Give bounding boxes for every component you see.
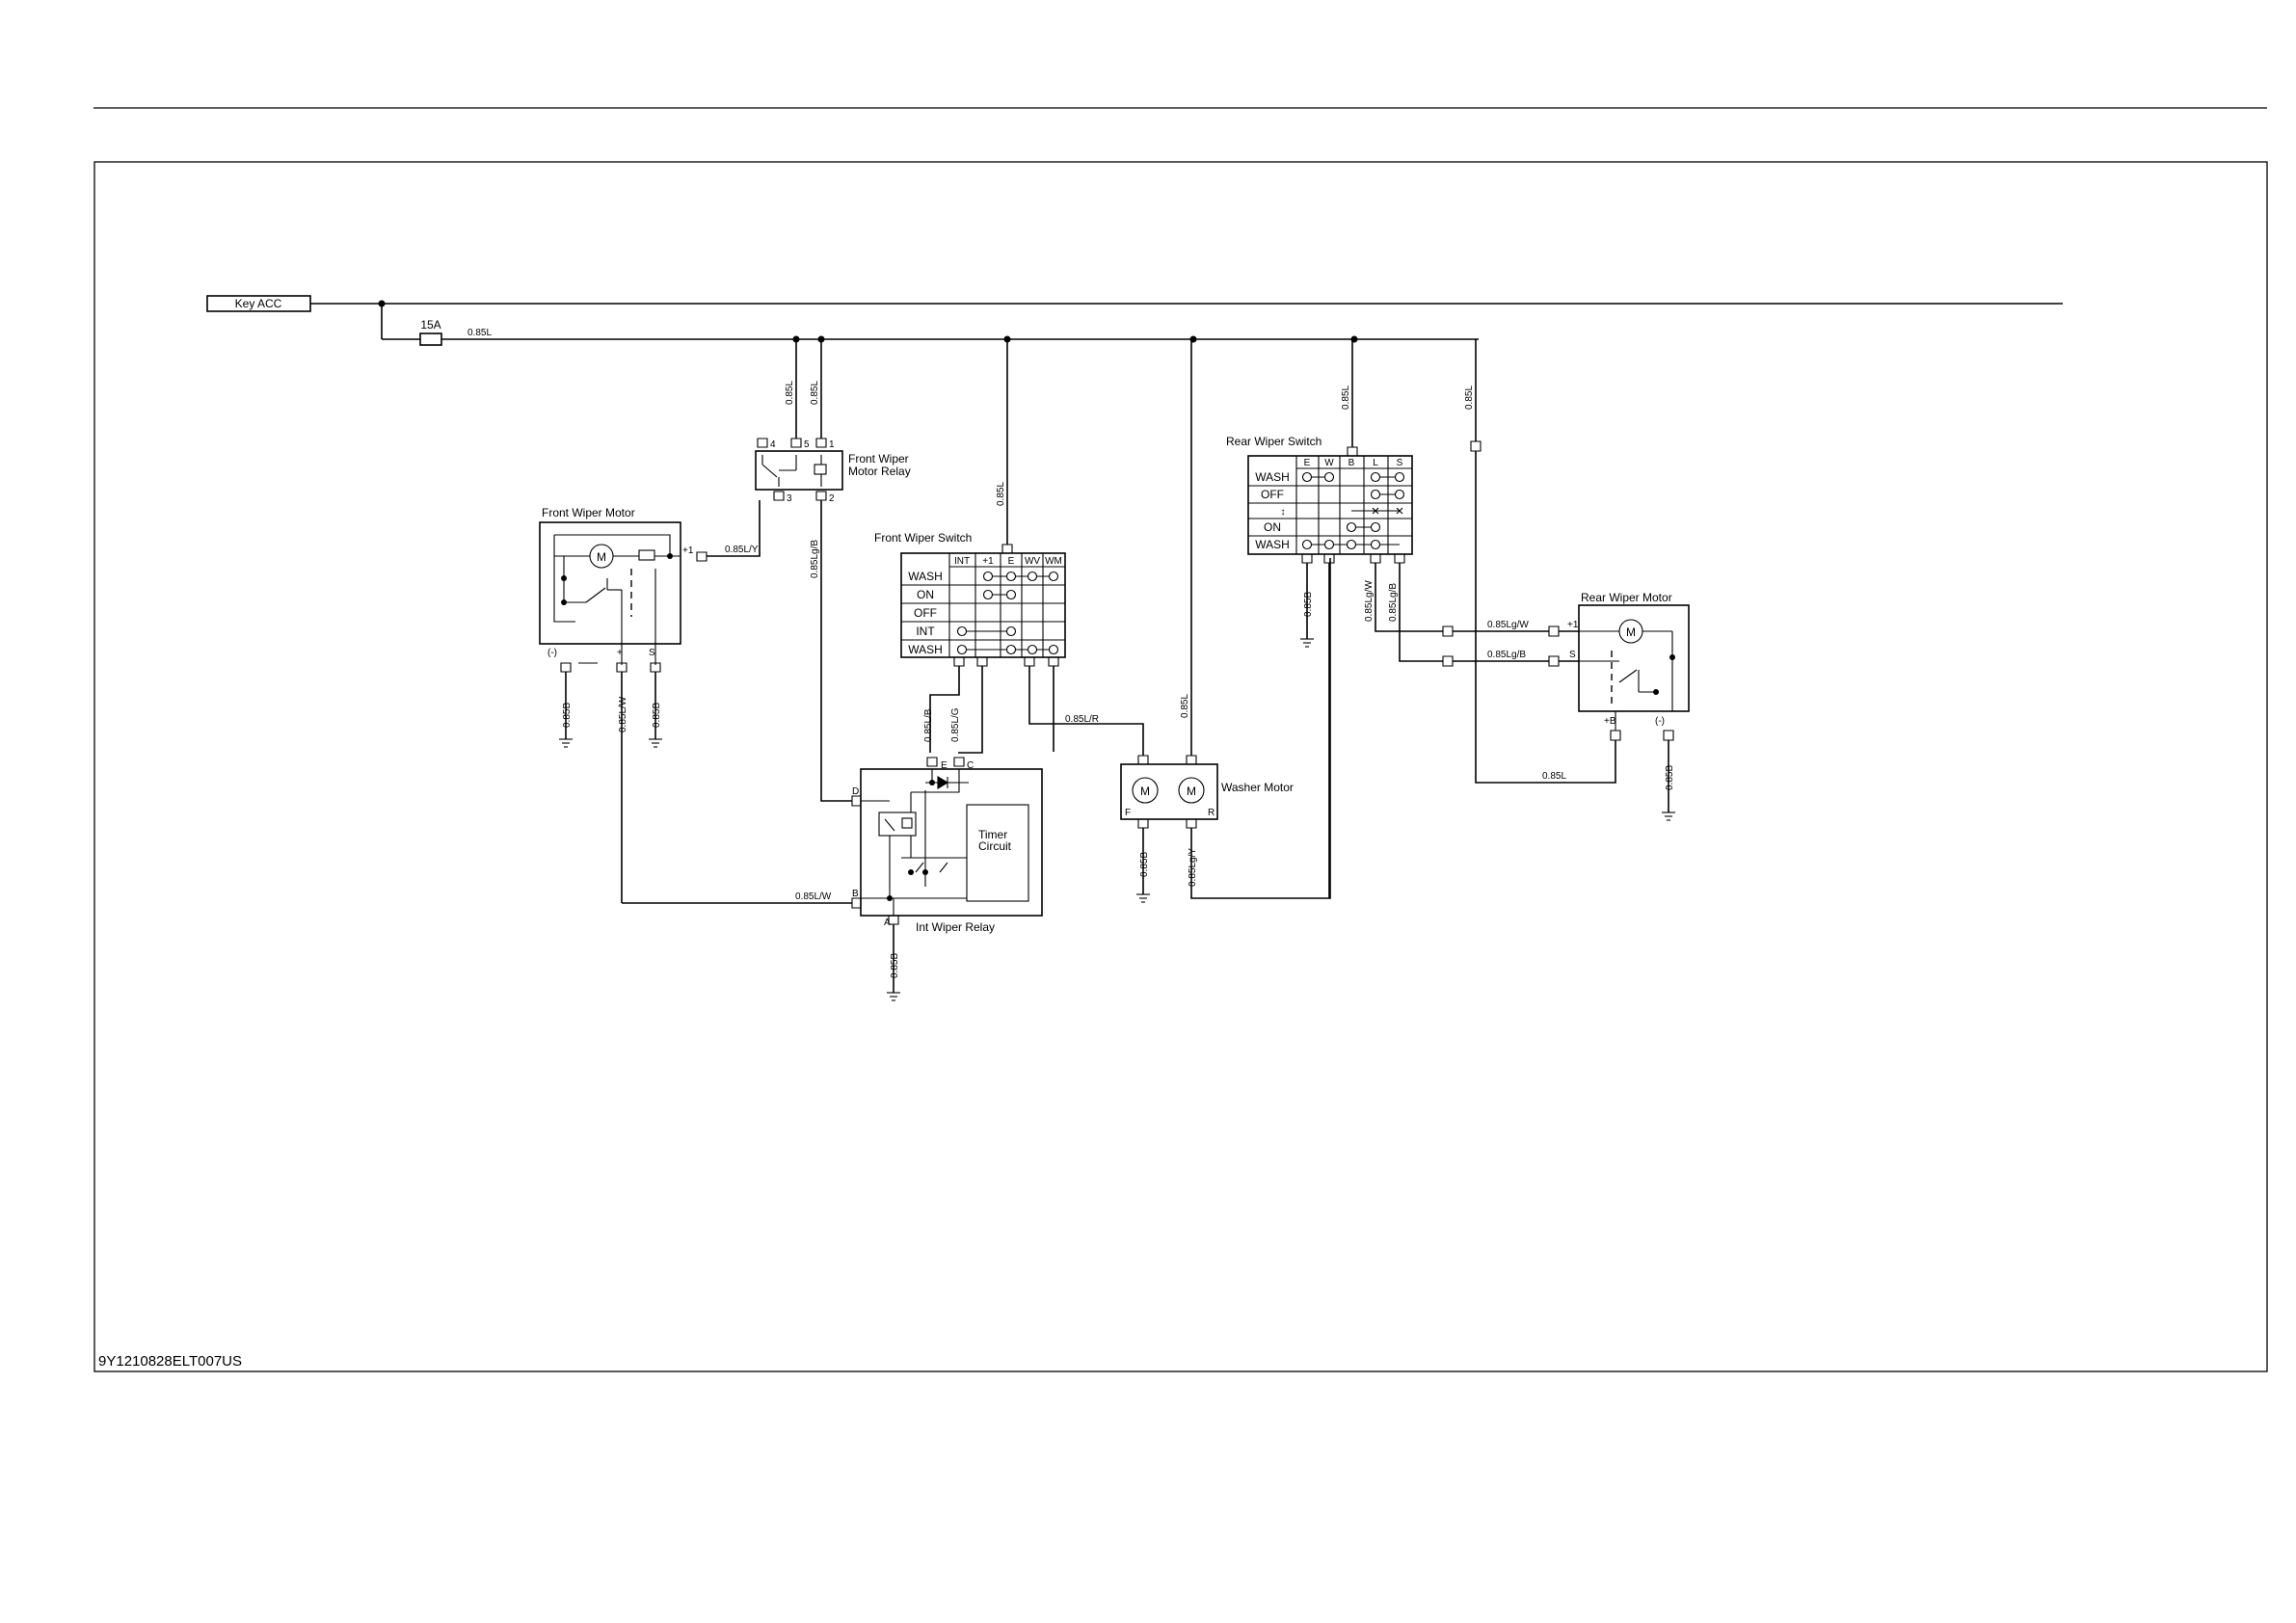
wire-washer-feed: 0.85L — [1180, 694, 1190, 718]
fws-col-wm: WM — [1045, 556, 1062, 567]
fwm-minus: (-) — [547, 648, 557, 658]
wire-int-ground: 0.85B — [890, 953, 900, 978]
washer-motor — [1120, 763, 1218, 820]
rws-col-s: S — [1397, 458, 1403, 468]
relay-terminal-4: 4 — [770, 439, 776, 450]
fws-label: Front Wiper Switch — [874, 531, 972, 545]
wire-relay-to-motor: 0.85L/Y — [725, 545, 759, 555]
wire-rws-to-rwm-1-v: 0.85Lg/W — [1364, 580, 1375, 622]
washer-motor-symbol-1: M — [1140, 785, 1150, 798]
wire-fwm-s: 0.85B — [652, 703, 662, 728]
wire-rwm-ground: 0.85B — [1665, 765, 1675, 790]
int-terminal-a: A — [884, 918, 891, 928]
washer-f: F — [1125, 808, 1131, 818]
rws-col-l: L — [1373, 458, 1378, 468]
wire-fws-to-int-e: 0.85L/B — [923, 708, 934, 742]
document-code: 9Y1210828ELT007US — [98, 1353, 242, 1370]
relay-terminal-5: 5 — [804, 439, 810, 450]
fws-col-e: E — [1008, 556, 1015, 567]
rwm-motor-symbol: M — [1626, 625, 1636, 639]
front-wiper-motor — [539, 521, 681, 645]
key-acc-label: Key ACC — [235, 297, 282, 310]
rwm-plus1: +1 — [1567, 620, 1579, 630]
int-terminal-d: D — [852, 786, 859, 797]
wire-rws-to-rwm-s-v: 0.85Lg/B — [1388, 583, 1399, 622]
washer-motor-symbol-2: M — [1187, 785, 1196, 798]
rws-row-on: ON — [1264, 520, 1281, 534]
wire-relay-feed-b: 0.85L — [810, 381, 820, 405]
rws-label: Rear Wiper Switch — [1226, 435, 1322, 448]
fws-row-int: INT — [916, 625, 935, 638]
rwm-label: Rear Wiper Motor — [1581, 591, 1672, 604]
rws-row-arrow: ↕ — [1281, 507, 1286, 518]
wire-fws-feed: 0.85L — [996, 482, 1006, 506]
rws-row-off: OFF — [1261, 488, 1284, 501]
wire-fws-to-washer: 0.85L/R — [1065, 714, 1099, 725]
rws-col-w: W — [1324, 458, 1334, 468]
int-wiper-relay-label: Int Wiper Relay — [916, 920, 995, 934]
int-wiper-relay — [860, 768, 1043, 917]
rws-col-b: B — [1348, 458, 1355, 468]
fwm-s: S — [649, 648, 655, 658]
wire-rws-to-rwm-1: 0.85Lg/W — [1487, 620, 1529, 630]
fws-col-plus1: +1 — [982, 556, 994, 567]
fuse-15a — [419, 333, 442, 346]
wire-fwm-plus: 0.85L/W — [618, 696, 628, 732]
fwm-plus: + — [617, 648, 623, 658]
diagram-frame — [93, 161, 2268, 1372]
rws-row-wash: WASH — [1255, 470, 1290, 484]
fws-col-int: INT — [954, 556, 970, 567]
timer-circuit-2: Circuit — [978, 839, 1012, 853]
front-wiper-motor-relay — [755, 450, 843, 491]
fws-row-on: ON — [917, 588, 934, 601]
int-terminal-b: B — [852, 889, 859, 899]
wire-rear-motor-feed: 0.85L — [1464, 386, 1475, 410]
fuse-label: 15A — [420, 318, 441, 332]
fwm-motor-symbol: M — [597, 550, 606, 564]
wire-washer-return: 0.85Lg/Y — [1188, 848, 1198, 887]
front-wiper-switch-table: INT +1 E WV WM WASH ON OFF INT WASH — [900, 552, 1066, 658]
fwm-plus1: +1 — [682, 545, 694, 556]
fws-row-wash: WASH — [908, 570, 943, 583]
ground-symbol — [559, 738, 662, 748]
wire-rws-to-rwm-s: 0.85Lg/B — [1487, 650, 1526, 660]
washer-r: R — [1208, 808, 1215, 818]
fws-row-off: OFF — [914, 606, 937, 620]
relay-terminal-1: 1 — [829, 439, 835, 450]
washer-motor-label: Washer Motor — [1221, 781, 1294, 794]
wire-rws-ground: 0.85B — [1303, 592, 1314, 617]
wire-fws-to-int-c: 0.85L/G — [950, 707, 961, 742]
timer-circuit-1: Timer — [978, 828, 1007, 841]
rwm-minus: (-) — [1655, 716, 1665, 727]
rwm-s: S — [1569, 650, 1576, 660]
rws-col-e: E — [1304, 458, 1311, 468]
int-terminal-c: C — [967, 760, 974, 771]
fws-col-wv: WV — [1025, 556, 1040, 567]
wire-int-b: 0.85L/W — [795, 891, 832, 902]
rwm-plusb: +B — [1604, 716, 1616, 727]
wire-washer-ground: 0.85B — [1139, 852, 1150, 877]
relay-terminal-3: 3 — [787, 493, 792, 504]
fws-row-wash2: WASH — [908, 643, 943, 656]
wire-relay-to-int: 0.85Lg/B — [810, 540, 820, 578]
wire-rws-feed: 0.85L — [1341, 386, 1351, 410]
rear-wiper-switch-table: E W B L S WASH OFF ↕ ON WASH — [1247, 455, 1413, 555]
relay-name-2: Motor Relay — [848, 465, 911, 478]
int-terminal-e: E — [941, 760, 948, 771]
relay-terminal-2: 2 — [829, 493, 835, 504]
wire-relay-feed-a: 0.85L — [785, 381, 795, 405]
wire-rear-motor-return: 0.85L — [1542, 771, 1566, 782]
rws-row-wash2: WASH — [1255, 538, 1290, 551]
front-wiper-motor-label: Front Wiper Motor — [542, 506, 635, 519]
wire-main-bus: 0.85L — [467, 328, 492, 338]
relay-name-1: Front Wiper — [848, 452, 909, 466]
wire-fwm-ground: 0.85B — [562, 703, 573, 728]
